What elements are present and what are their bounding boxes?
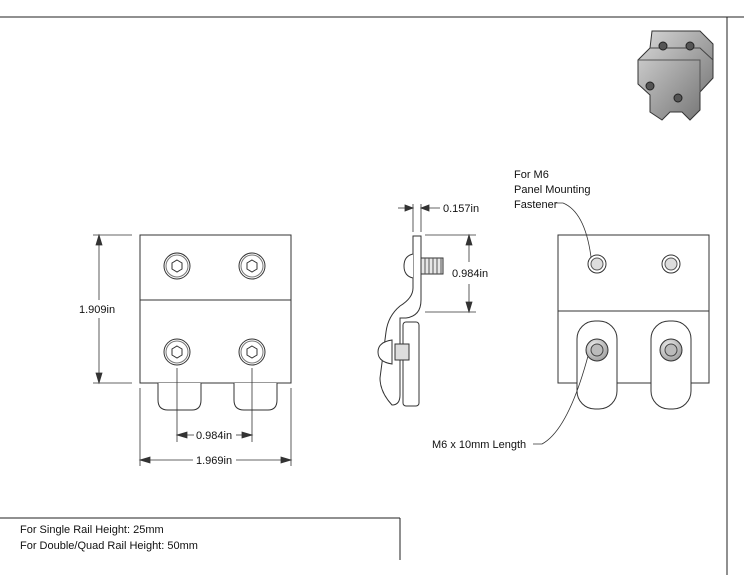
iso-hole-2 (685, 41, 695, 51)
stud-spacing-dim-label: 0.984in (452, 268, 488, 280)
stud-spacing-dimension (425, 233, 476, 314)
length-leader (533, 355, 589, 445)
fastener-callout-line-2: Panel Mounting (514, 184, 590, 196)
side-threaded-stud (420, 257, 444, 275)
back-top-hole-1 (587, 254, 607, 274)
front-screw-2 (238, 252, 266, 280)
hole-spacing-dimension (175, 368, 254, 442)
iso-hole-1 (658, 41, 668, 51)
notes-block: For Single Rail Height: 25mm For Double/… (20, 522, 198, 554)
front-screw-3 (163, 338, 191, 366)
front-screw-4 (238, 338, 266, 366)
side-screw-head-top (403, 253, 414, 279)
side-rail-plate (402, 321, 420, 407)
back-view: For M6 Panel Mounting Fastener M6 x 10mm… (432, 169, 710, 451)
iso-hole-3 (645, 81, 655, 91)
back-tnut-1 (576, 320, 618, 410)
height-dim-label: 1.909in (79, 304, 115, 316)
front-plate (139, 234, 292, 384)
height-dimension (93, 233, 132, 385)
front-screw-1 (163, 252, 191, 280)
thickness-dimension (398, 204, 440, 232)
drawing-frame (0, 16, 744, 575)
iso-hole-4 (673, 93, 683, 103)
length-callout: M6 x 10mm Length (432, 439, 526, 451)
front-tab-right (233, 383, 278, 411)
front-tab-left (157, 383, 202, 411)
width-dimension (138, 388, 293, 466)
note-double-quad-rail: For Double/Quad Rail Height: 50mm (20, 540, 198, 552)
side-screw-shank (394, 343, 410, 361)
back-tnut-2 (650, 320, 692, 410)
front-view: 1.909in 0.984in 1.969in (79, 233, 293, 467)
side-view: 0.157in 0.984in (377, 203, 488, 407)
width-dim-label: 1.969in (196, 455, 232, 467)
fastener-callout-line-1: For M6 (514, 169, 549, 181)
hole-spacing-dim-label: 0.984in (196, 430, 232, 442)
thickness-dim-label: 0.157in (443, 203, 479, 215)
side-screw-head-bottom (377, 339, 393, 365)
back-top-hole-2 (661, 254, 681, 274)
fastener-callout-line-3: Fastener (514, 199, 558, 211)
note-single-rail: For Single Rail Height: 25mm (20, 524, 164, 536)
fastener-leader (555, 202, 592, 258)
isometric-view (637, 30, 714, 121)
